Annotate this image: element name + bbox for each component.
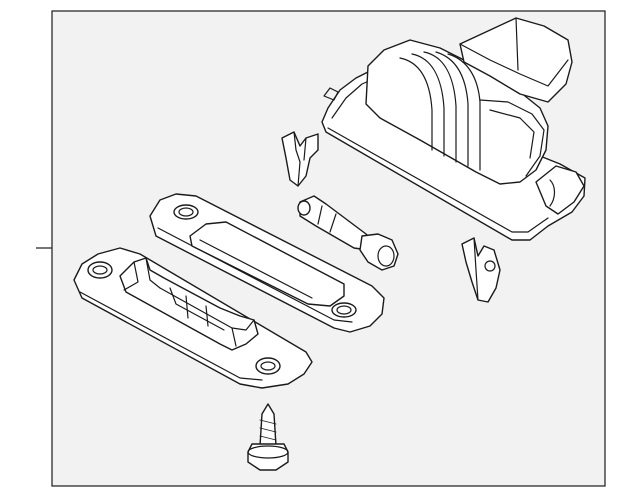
bulb xyxy=(297,195,399,271)
mounting-clip-upper xyxy=(281,131,319,187)
license-lamp-housing xyxy=(321,17,586,241)
lens xyxy=(149,193,385,333)
mounting-clip-right xyxy=(461,237,501,303)
lamp-base xyxy=(73,247,313,389)
screw xyxy=(247,403,289,471)
